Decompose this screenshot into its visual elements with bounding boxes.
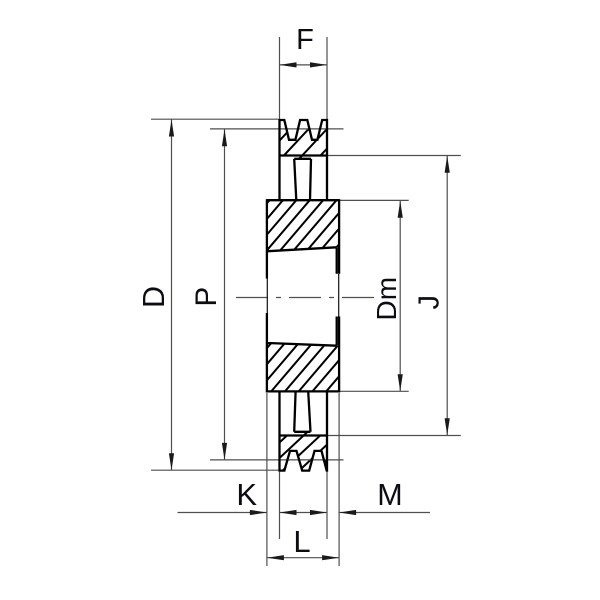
svg-text:D: D [137, 286, 171, 308]
svg-text:P: P [190, 287, 223, 307]
svg-text:K: K [236, 477, 257, 512]
svg-text:Dm: Dm [371, 277, 402, 321]
svg-text:M: M [377, 478, 402, 512]
svg-text:L: L [293, 524, 310, 559]
svg-text:F: F [296, 24, 314, 56]
svg-text:J: J [413, 295, 445, 310]
